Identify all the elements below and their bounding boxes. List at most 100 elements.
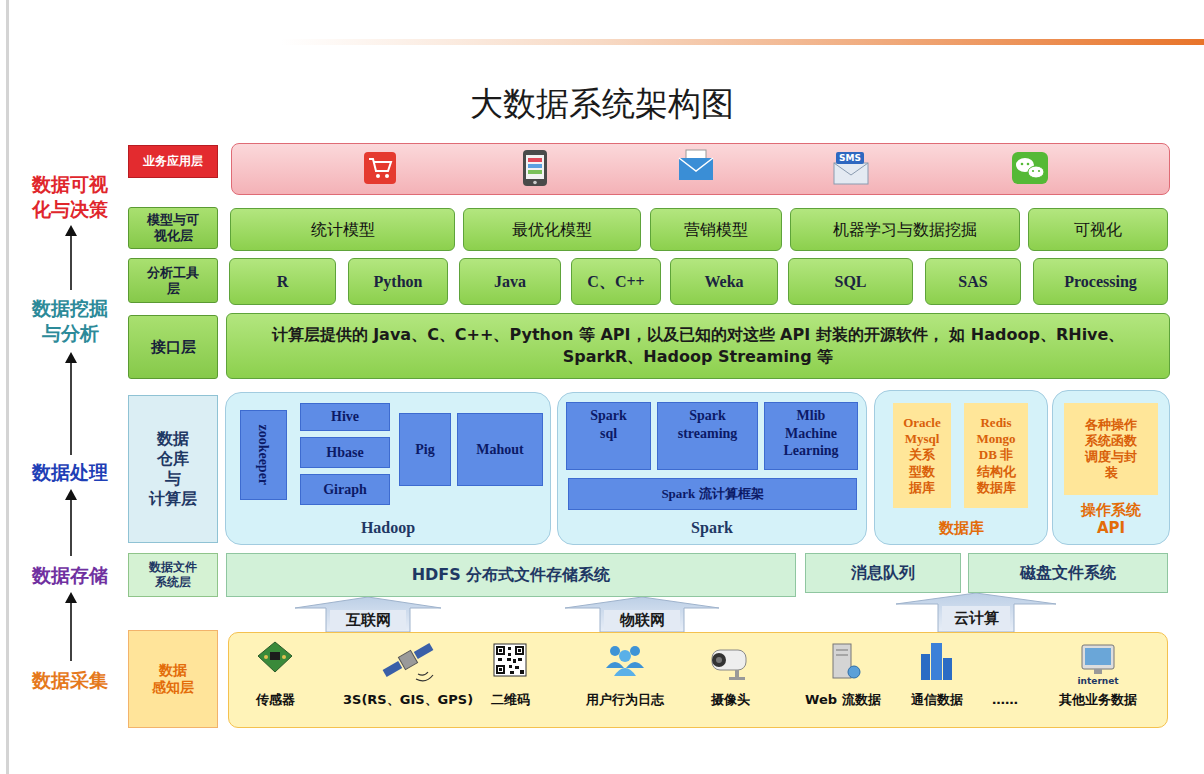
cart-icon xyxy=(369,159,391,171)
buildings-icon xyxy=(931,643,942,680)
box-label: Pig xyxy=(415,441,434,459)
qr-code-icon xyxy=(515,646,524,655)
box-label: 消息队列 xyxy=(851,563,915,583)
users-icon xyxy=(606,646,644,676)
component-box: Giraph xyxy=(300,474,390,505)
box-label: R xyxy=(277,272,289,292)
wechat-icon xyxy=(1028,166,1044,178)
source-label: internet xyxy=(1078,676,1119,687)
panel-title: Spark xyxy=(691,518,733,538)
stage-label: 数据处理 xyxy=(26,460,114,485)
qr-code-icon xyxy=(498,667,503,672)
layer-name: 数据文件 系统层 xyxy=(145,560,201,590)
database-panel: 数据库Oracle Mysql 关系 型数 据库Redis Mongo DB 非… xyxy=(874,390,1048,545)
mail-icon xyxy=(679,158,713,171)
phone-icon xyxy=(533,181,537,185)
stage-label: 数据存储 xyxy=(26,563,114,588)
model-box: 营销模型 xyxy=(650,208,782,251)
interface-box: 计算层提供的 Java、C、C++、Python 等 API，以及已知的对这些 … xyxy=(226,313,1170,379)
layer-label: 接口层 xyxy=(128,315,218,379)
stage-label: 数据可视 化与决策 xyxy=(26,172,114,221)
qr-code-icon xyxy=(518,658,522,661)
database-box: Redis Mongo DB 非 结构化 数据库 xyxy=(964,403,1028,508)
qr-code-icon xyxy=(508,653,511,656)
stage-arrow xyxy=(65,352,77,363)
stage-arrow xyxy=(65,489,77,500)
source-label: 摄像头 xyxy=(711,692,750,708)
source-label: 通信数据 xyxy=(911,692,963,708)
satellite-icon xyxy=(381,640,435,679)
qr-code-icon xyxy=(515,666,519,669)
wechat-icon xyxy=(1016,158,1034,172)
qr-code-icon xyxy=(499,668,502,671)
internet-icon xyxy=(1085,648,1111,665)
model-box: 最优化模型 xyxy=(463,208,641,251)
source-band: 传感器3S(RS、GIS、GPS)二维码用户行为日志摄像头Web 流数据通信数据… xyxy=(228,632,1168,728)
wechat-icon xyxy=(1012,152,1048,184)
layer-label: 数据文件 系统层 xyxy=(128,553,218,597)
camera-icon xyxy=(712,650,746,670)
stage-arrow xyxy=(65,592,77,661)
server-icon xyxy=(836,650,848,651)
stage-arrow xyxy=(70,601,72,661)
cart-icon xyxy=(376,174,380,178)
satellite-icon xyxy=(381,640,435,680)
mail-icon xyxy=(679,158,713,180)
wechat-icon xyxy=(1038,170,1040,172)
tool-box: R xyxy=(229,258,336,305)
box-label: 机器学习与数据挖掘 xyxy=(833,220,977,240)
storage-box: HDFS 分布式文件存储系统 xyxy=(226,553,796,597)
component-box: zookeeper xyxy=(240,410,287,500)
model-box: 统计模型 xyxy=(230,208,455,251)
component-box: Spark 流计算框架 xyxy=(568,478,857,510)
layer-name: 数据 感知层 xyxy=(149,662,197,697)
os-api-panel: 操作系统 API各种操作 系统函数 调度与封 装 xyxy=(1052,390,1170,545)
box-label: C、C++ xyxy=(587,272,644,292)
component-box: Mahout xyxy=(457,413,543,486)
phone-icon xyxy=(528,158,542,162)
model-box: 可视化 xyxy=(1028,208,1168,251)
stage-arrow xyxy=(65,352,77,455)
storage-box: 磁盘文件系统 xyxy=(968,553,1168,593)
framework-panel: HadoopzookeeperHiveHbaseGiraphPigMahout xyxy=(225,392,551,545)
sms-icon xyxy=(834,163,868,184)
component-box: Spark streaming xyxy=(657,402,758,470)
stage-arrow xyxy=(65,489,77,556)
stage-label: 数据挖掘 与分析 xyxy=(26,296,114,345)
layer-name: 接口层 xyxy=(151,338,196,357)
qr-code-icon xyxy=(496,646,505,655)
satellite-icon xyxy=(414,643,434,659)
qr-code-icon xyxy=(499,649,502,652)
cart-icon xyxy=(385,174,389,178)
box-label: zookeeper xyxy=(255,425,273,486)
tool-box: Python xyxy=(348,258,448,305)
box-label: 统计模型 xyxy=(311,220,375,240)
stage-label: 数据采集 xyxy=(26,668,114,693)
component-box: Pig xyxy=(399,413,451,486)
qr-code-icon xyxy=(513,659,516,663)
source-label: 其他业务数据 xyxy=(1059,692,1137,708)
wechat-icon xyxy=(1032,170,1034,172)
qr-code-icon xyxy=(494,644,526,676)
camera-icon xyxy=(735,670,739,678)
layer-label: 数据 感知层 xyxy=(128,630,218,728)
qr-code-icon xyxy=(508,647,511,650)
box-label: Oracle Mysql 关系 型数 据库 xyxy=(899,415,945,496)
stage-arrow xyxy=(70,234,72,290)
satellite-icon xyxy=(416,675,433,681)
side-rule xyxy=(6,0,9,774)
layer-label: 分析工具 层 xyxy=(128,258,218,303)
qr-code-icon xyxy=(518,649,521,652)
users-icon xyxy=(626,662,644,668)
sensor-icon xyxy=(282,655,286,659)
flow-arrow xyxy=(295,597,441,632)
component-box: Hbase xyxy=(300,437,390,468)
sms-icon xyxy=(834,152,868,184)
os-function-box: 各种操作 系统函数 调度与封 装 xyxy=(1064,403,1158,495)
box-label: Spark 流计算框架 xyxy=(661,486,763,502)
flow-arrow xyxy=(565,597,719,632)
box-label: Spark sql xyxy=(585,407,633,442)
sensor-icon xyxy=(258,642,292,672)
box-label: Hive xyxy=(331,408,359,426)
layer-name: 业务应用层 xyxy=(143,154,203,169)
